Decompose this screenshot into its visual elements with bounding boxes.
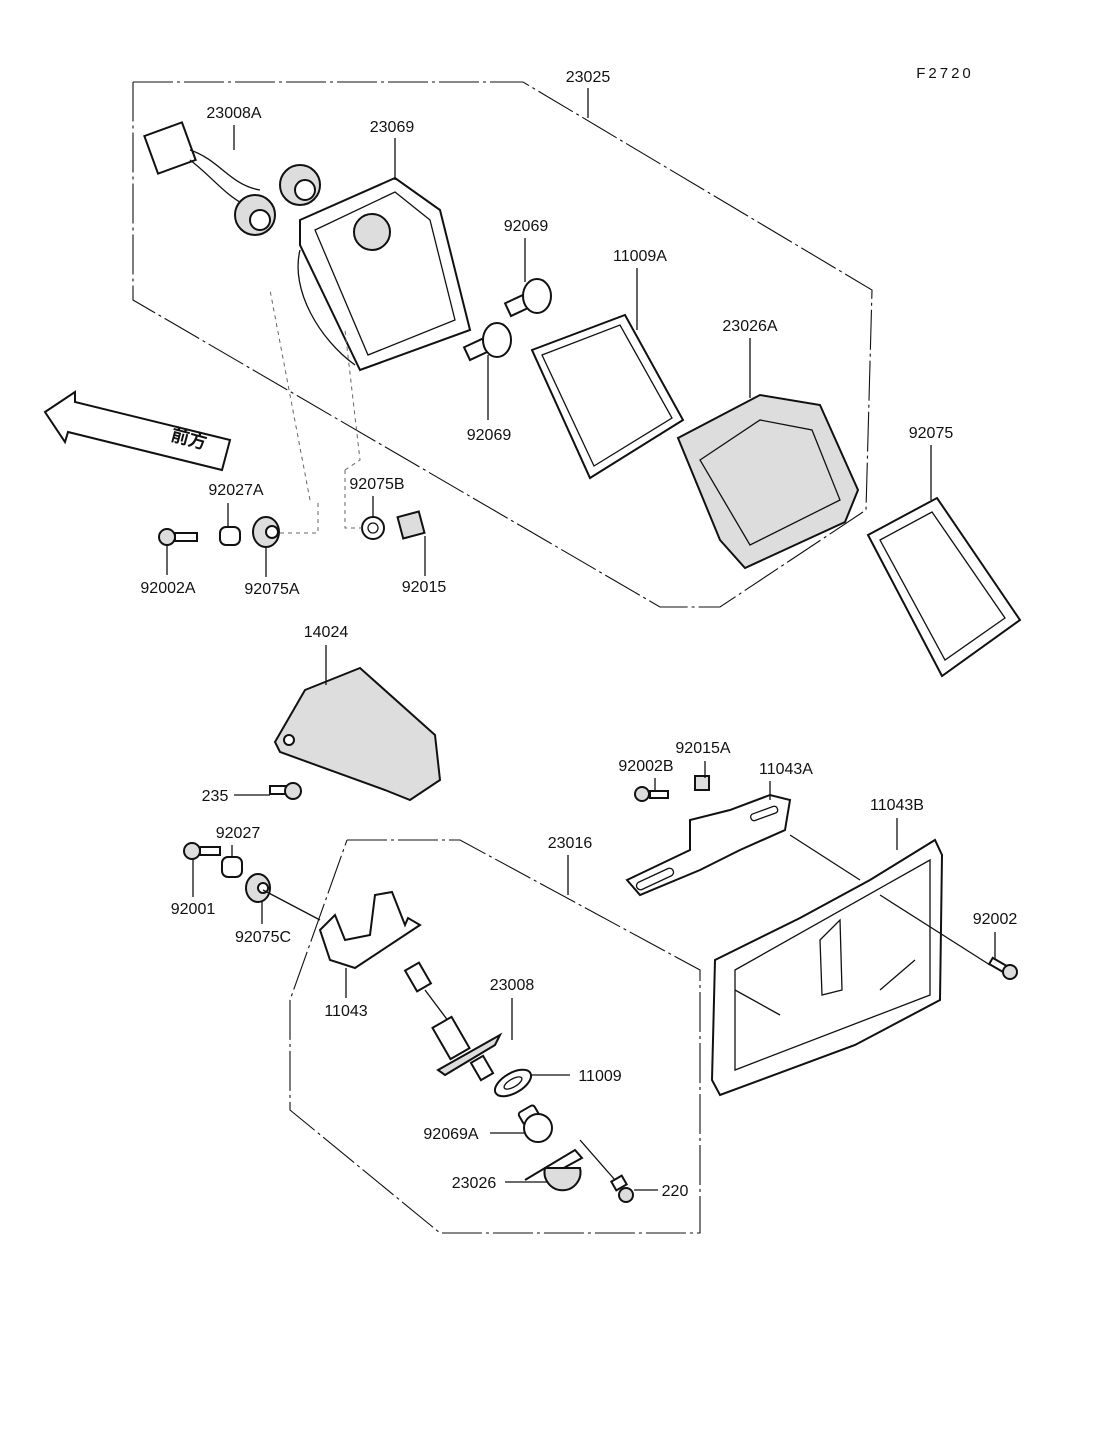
bulb-92069-lower bbox=[462, 322, 512, 362]
label-92002B: 92002B bbox=[618, 758, 673, 775]
collar-92027 bbox=[221, 856, 243, 878]
housing-23069 bbox=[297, 176, 472, 372]
label-235: 235 bbox=[202, 788, 229, 805]
grommet-92075B bbox=[361, 516, 385, 540]
label-23008: 23008 bbox=[490, 977, 535, 994]
nut-92015 bbox=[396, 510, 426, 540]
label-23069: 23069 bbox=[370, 119, 415, 136]
collar-92027A bbox=[219, 526, 241, 546]
gasket-92075 bbox=[866, 496, 1022, 678]
assembly-outline-23025 bbox=[132, 81, 873, 608]
label-92075: 92075 bbox=[909, 425, 954, 442]
label-92075C: 92075C bbox=[235, 929, 291, 946]
assembly-outline-23016 bbox=[289, 839, 701, 1234]
screw-235 bbox=[269, 782, 302, 800]
label-11043B: 11043B bbox=[870, 797, 924, 814]
bracket-11043 bbox=[318, 890, 422, 970]
label-23026: 23026 bbox=[452, 1175, 497, 1192]
harness-23008A bbox=[143, 121, 321, 236]
label-92069-lower: 92069 bbox=[467, 427, 512, 444]
label-23026A: 23026A bbox=[722, 318, 777, 335]
socket-23008 bbox=[403, 961, 503, 1082]
bolt-92001 bbox=[183, 842, 221, 860]
label-92069-top: 92069 bbox=[504, 218, 549, 235]
label-23016: 23016 bbox=[548, 835, 593, 852]
gasket-11009 bbox=[493, 1068, 533, 1098]
label-11043: 11043 bbox=[324, 1003, 367, 1020]
bolt-92002 bbox=[987, 956, 1018, 980]
label-92015: 92015 bbox=[402, 579, 447, 596]
label-92001: 92001 bbox=[171, 901, 216, 918]
bulb-92069-upper bbox=[503, 278, 552, 318]
figure-reference: F2720 bbox=[916, 65, 974, 82]
label-11009: 11009 bbox=[578, 1068, 621, 1085]
label-92002: 92002 bbox=[973, 911, 1018, 928]
bulb-92069A bbox=[517, 1104, 553, 1143]
grommet-92075C bbox=[245, 873, 271, 903]
bolt-92002B bbox=[634, 786, 669, 802]
label-23025: 23025 bbox=[566, 69, 611, 86]
label-11043A: 11043A bbox=[759, 761, 813, 778]
gasket-11009A bbox=[530, 313, 685, 480]
label-23008A: 23008A bbox=[206, 105, 261, 122]
bolt-92002A bbox=[158, 528, 198, 546]
plate-bracket-11043B bbox=[710, 838, 944, 1097]
lens-23026A bbox=[676, 393, 860, 570]
cover-14024 bbox=[273, 666, 442, 802]
label-92075B: 92075B bbox=[349, 476, 404, 493]
label-220: 220 bbox=[662, 1183, 689, 1200]
label-11009A: 11009A bbox=[613, 248, 667, 265]
lens-cover-23026 bbox=[524, 1148, 584, 1192]
label-92002A: 92002A bbox=[140, 580, 195, 597]
label-92069A: 92069A bbox=[423, 1126, 478, 1143]
screw-220 bbox=[609, 1174, 634, 1203]
label-92015A: 92015A bbox=[675, 740, 730, 757]
label-92027A: 92027A bbox=[208, 482, 263, 499]
grommet-92075A bbox=[252, 516, 280, 548]
label-14024: 14024 bbox=[304, 624, 349, 641]
label-92075A: 92075A bbox=[244, 581, 299, 598]
front-direction-arrow: 前方 bbox=[43, 390, 232, 472]
nut-92015A bbox=[694, 775, 710, 791]
leader-lines bbox=[166, 88, 996, 1191]
bracket-11043A bbox=[625, 793, 792, 897]
label-92027: 92027 bbox=[216, 825, 261, 842]
